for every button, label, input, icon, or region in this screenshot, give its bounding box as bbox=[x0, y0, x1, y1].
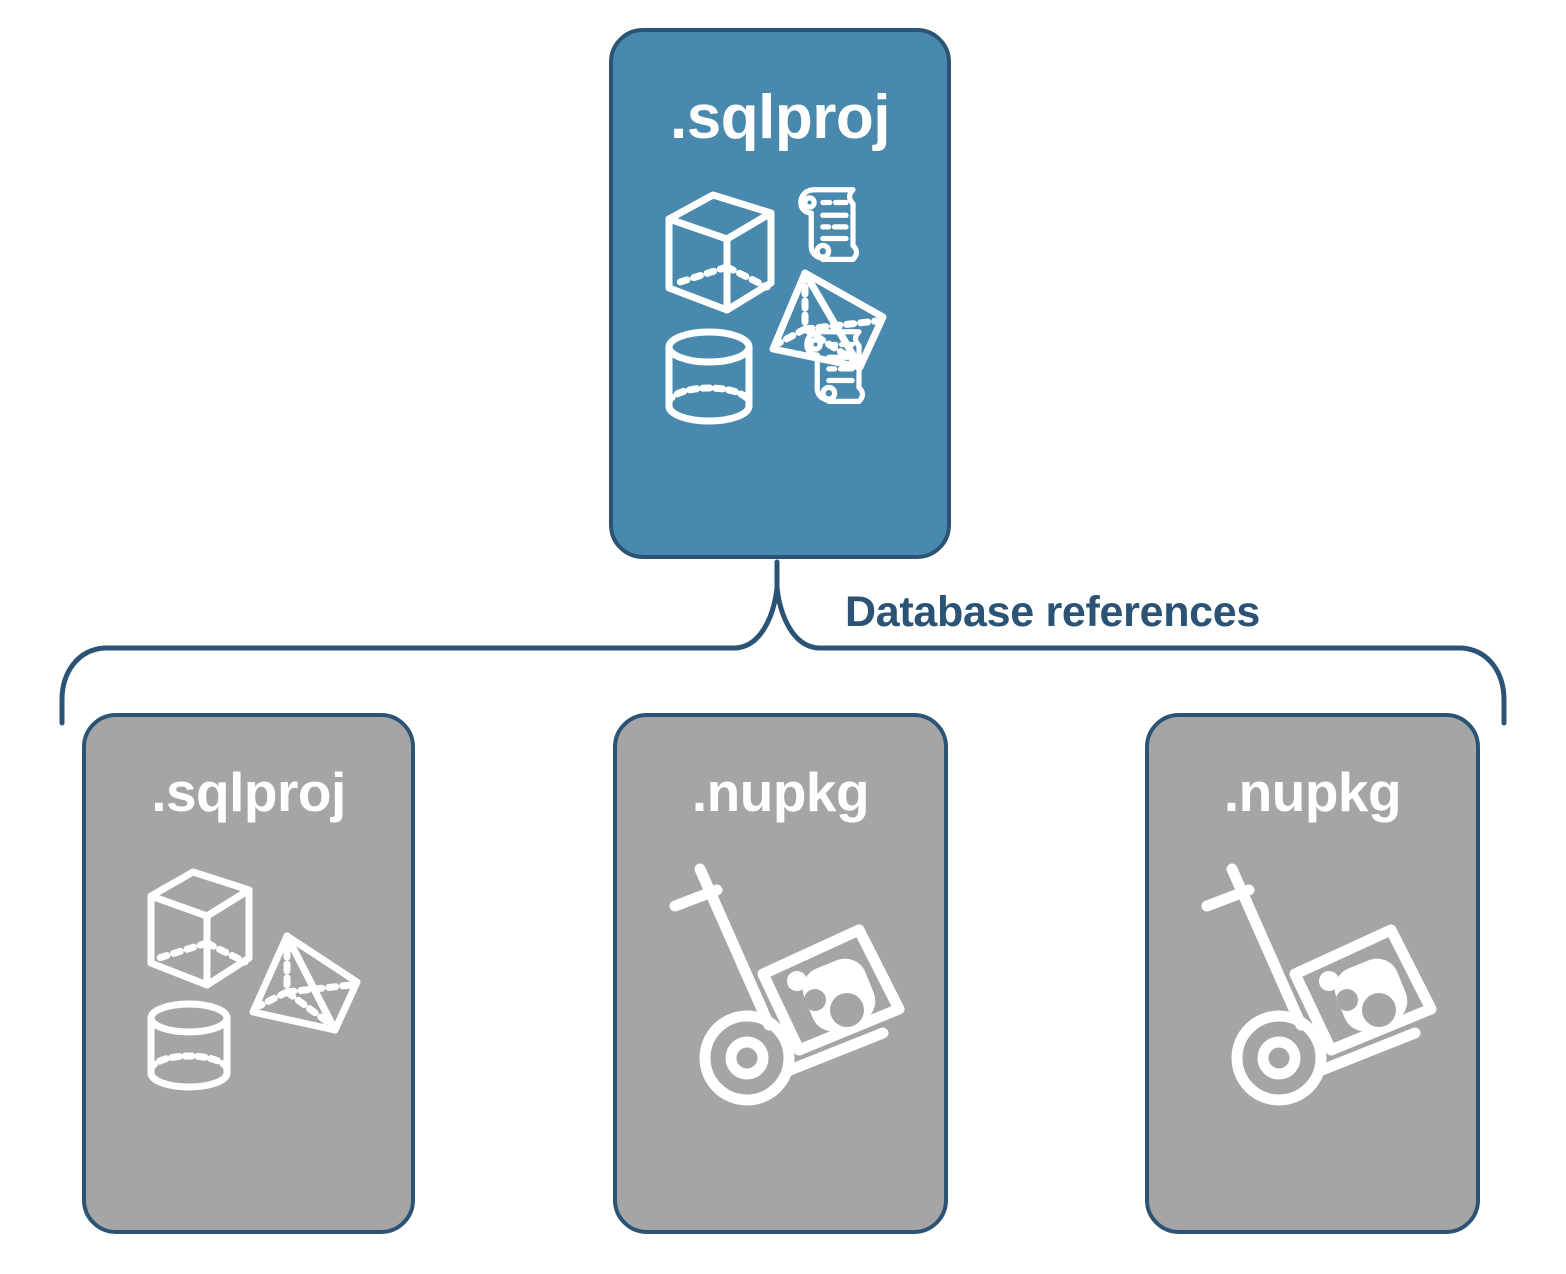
reference-card-label: .sqlproj bbox=[151, 761, 346, 823]
reference-card-nupkg-2[interactable]: .nupkg bbox=[1145, 713, 1480, 1234]
reference-card-icon-group bbox=[119, 850, 379, 1110]
hand-truck-package-icon bbox=[669, 863, 904, 1106]
cylinder-wireframe-icon bbox=[665, 328, 753, 425]
reference-card-label: .nupkg bbox=[691, 761, 870, 823]
hand-truck-package-icon bbox=[1201, 863, 1436, 1106]
reference-card-icon-group bbox=[1183, 850, 1443, 1110]
root-card-label: .sqlproj bbox=[670, 83, 890, 152]
root-card-icon-group bbox=[655, 171, 905, 441]
cube-wireframe-icon bbox=[665, 191, 775, 314]
pyramid-wireframe-icon bbox=[249, 932, 360, 1034]
cube-wireframe-icon bbox=[147, 868, 252, 989]
reference-card-sqlproj[interactable]: .sqlproj bbox=[82, 713, 415, 1234]
scroll-script-icon bbox=[804, 329, 866, 404]
cylinder-wireframe-icon bbox=[147, 1000, 230, 1091]
scroll-script-icon bbox=[798, 187, 860, 262]
root-sqlproj-card[interactable]: .sqlproj bbox=[609, 28, 951, 559]
connector-label: Database references bbox=[845, 588, 1260, 636]
pyramid-wireframe-icon bbox=[769, 269, 887, 371]
reference-card-nupkg-1[interactable]: .nupkg bbox=[613, 713, 948, 1234]
reference-card-icon-group bbox=[651, 850, 911, 1110]
reference-card-label: .nupkg bbox=[1223, 761, 1402, 823]
